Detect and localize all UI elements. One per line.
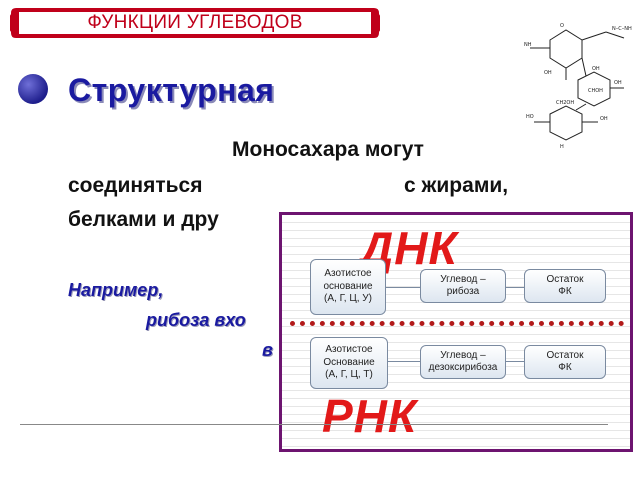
chemical-structure-icon: NH O N–C–NH OH OH CHOH CH2OH HO OH H OH bbox=[524, 23, 632, 150]
banner-frame-icon bbox=[10, 8, 380, 38]
dna-connector-1 bbox=[386, 287, 420, 288]
svg-text:OH: OH bbox=[544, 70, 552, 76]
dotted-divider bbox=[290, 321, 624, 326]
svg-text:NH: NH bbox=[524, 42, 532, 48]
rna-base-box: Азотистое Основание (А, Г, Ц, Т) bbox=[310, 337, 388, 389]
horizontal-rule bbox=[20, 424, 608, 425]
dna-sugar-box: Углевод – рибоза bbox=[420, 269, 506, 303]
svg-text:H: H bbox=[560, 144, 564, 150]
svg-text:N–C–NH: N–C–NH bbox=[612, 26, 632, 32]
svg-text:OH: OH bbox=[600, 116, 608, 122]
rna-label: РНК bbox=[322, 390, 418, 442]
dna-base-box: Азотистое основание (А, Г, Ц, У) bbox=[310, 259, 386, 315]
svg-text:CHOH: CHOH bbox=[588, 88, 603, 94]
rna-sugar-box: Углевод – дезоксирибоза bbox=[420, 345, 506, 379]
dna-connector-2 bbox=[506, 287, 524, 288]
svg-text:OH: OH bbox=[614, 80, 622, 86]
example-line-3: в bbox=[262, 340, 273, 360]
paragraph-line-2a: соединяться bbox=[68, 174, 203, 197]
paragraph-line-2b: с жирами, bbox=[404, 174, 509, 197]
striped-background bbox=[282, 215, 630, 449]
svg-text:HO: HO bbox=[526, 114, 534, 120]
rna-phosphate-box: Остаток ФК bbox=[524, 345, 606, 379]
example-line-1: Например, bbox=[68, 280, 164, 300]
example-line-2: рибоза вхо bbox=[146, 310, 246, 330]
nucleotide-diagram: ДНК Азотистое основание (А, Г, Ц, У) Угл… bbox=[279, 212, 633, 452]
paragraph-line-1: Моносахара могут bbox=[232, 138, 424, 161]
rna-connector-1 bbox=[388, 361, 420, 362]
banner-title: ФУНКЦИИ УГЛЕВОДОВ bbox=[87, 12, 303, 33]
svg-text:CH2OH: CH2OH bbox=[556, 100, 574, 106]
dna-phosphate-box: Остаток ФК bbox=[524, 269, 606, 303]
svg-text:OH: OH bbox=[592, 66, 600, 72]
svg-text:O: O bbox=[560, 23, 564, 29]
bullet-icon bbox=[18, 74, 48, 104]
title-banner: ФУНКЦИИ УГЛЕВОДОВ bbox=[10, 5, 380, 41]
rna-connector-2 bbox=[506, 361, 524, 362]
paragraph-line-3: белками и дру bbox=[68, 208, 219, 231]
section-heading: Структурная bbox=[68, 72, 275, 108]
